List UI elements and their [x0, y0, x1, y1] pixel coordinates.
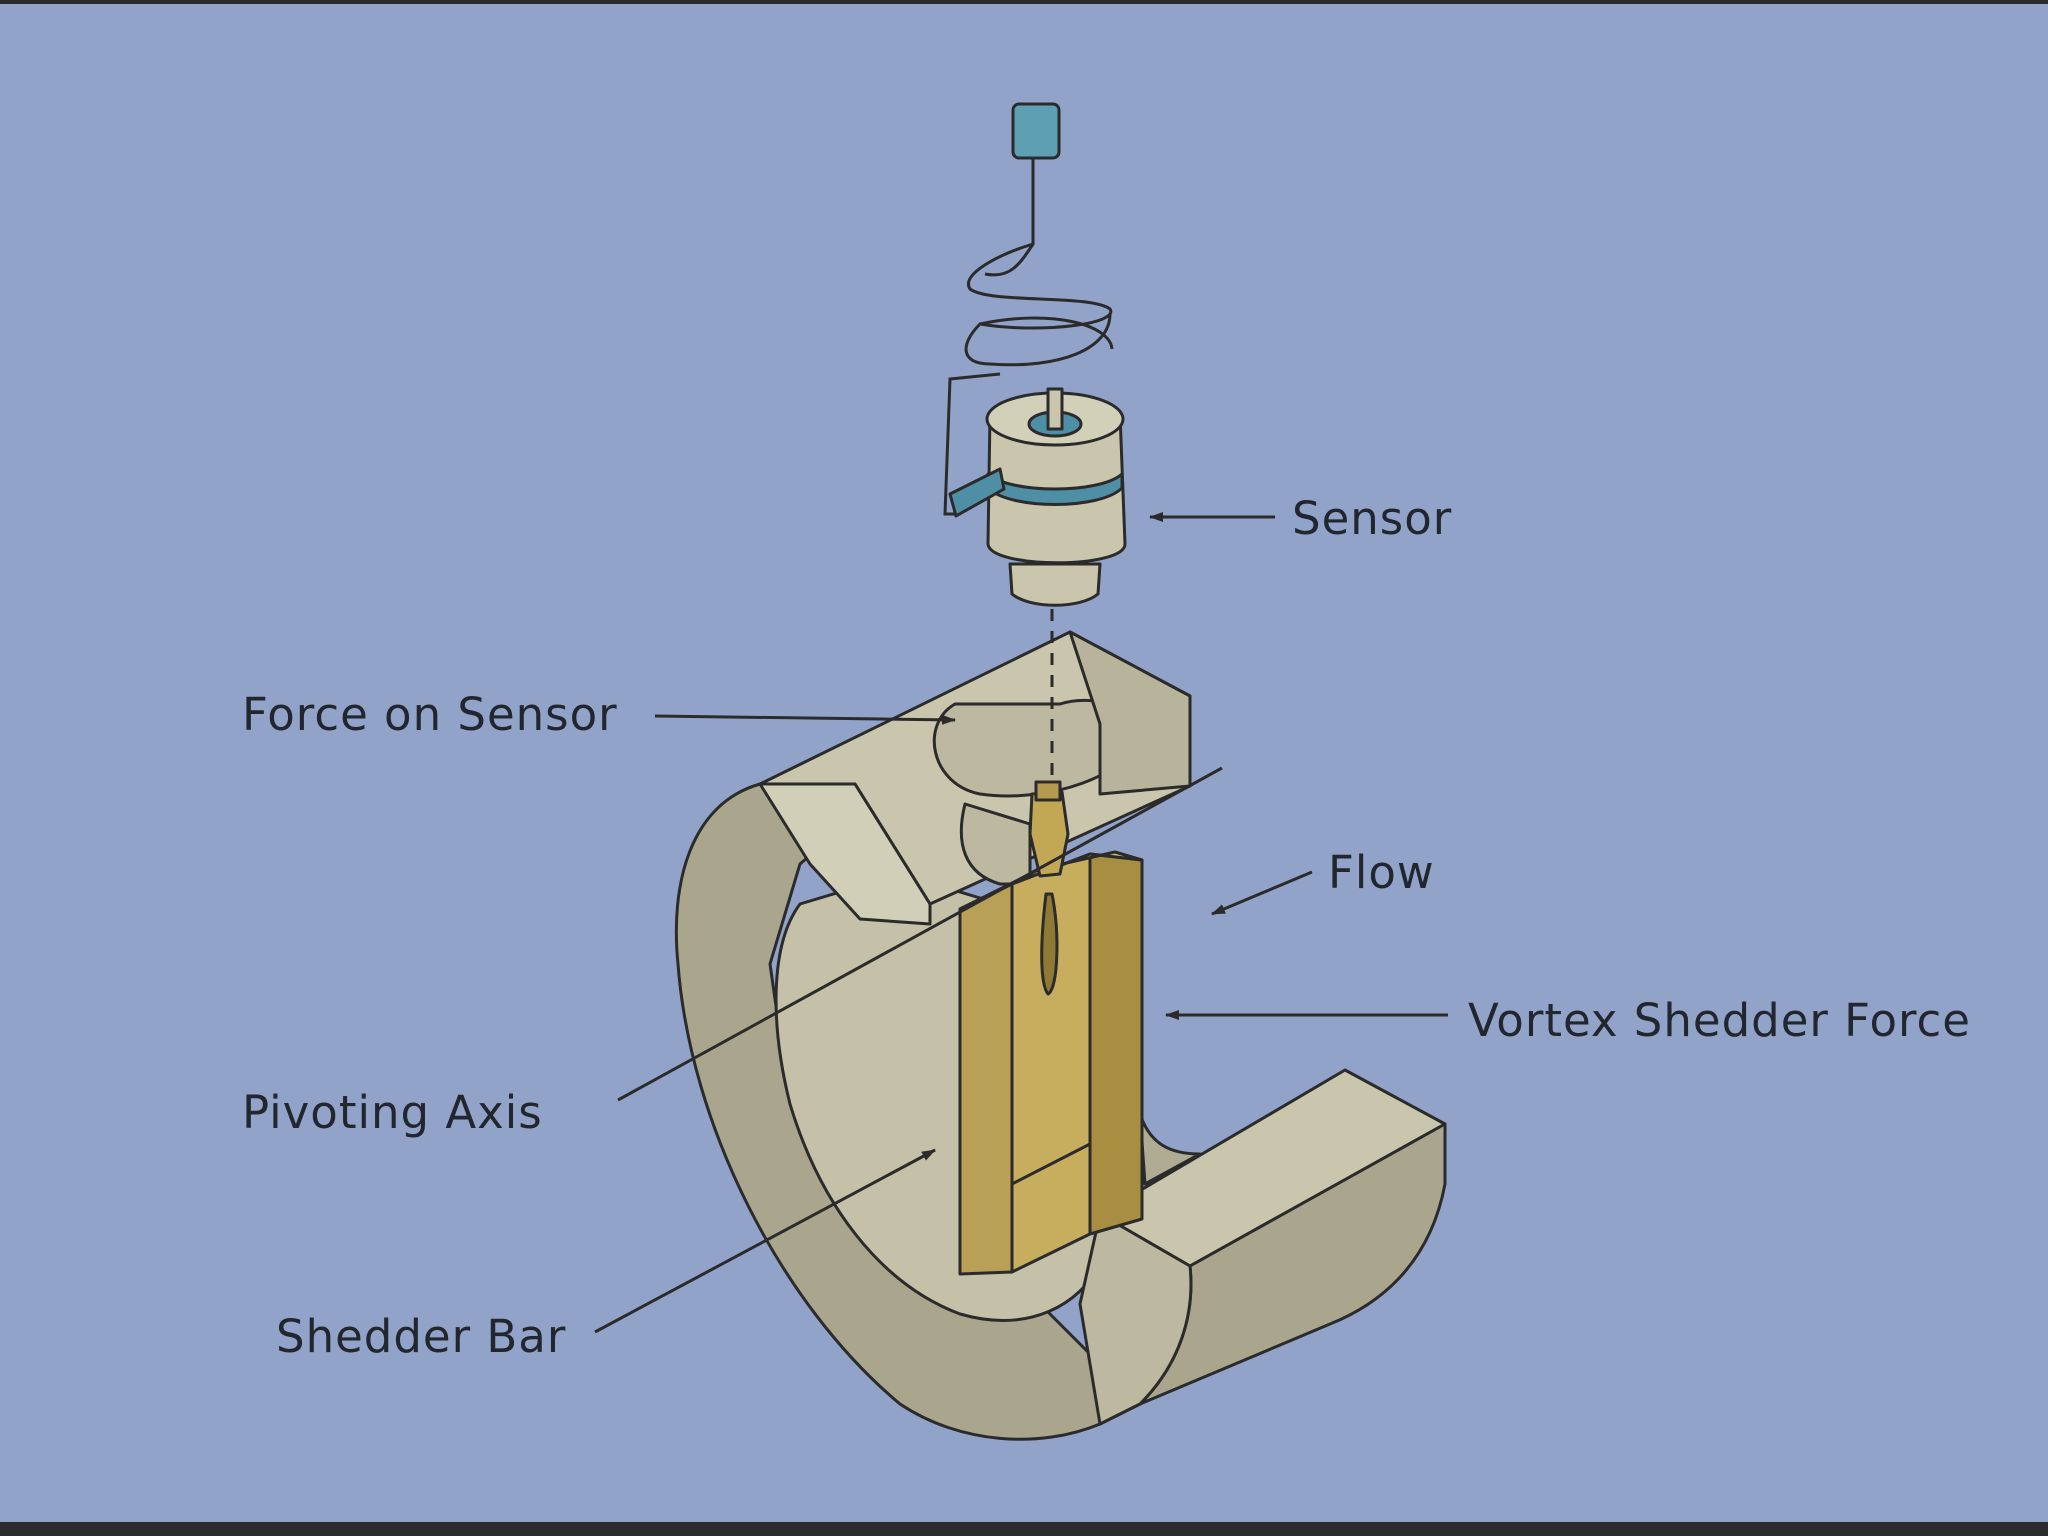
shedder-bar-label: Shedder Bar	[276, 1310, 567, 1363]
diagram-canvas: Sensor Force on Sensor Flow Vortex Shedd…	[0, 4, 2048, 1522]
shedder-bar-leader-arrow	[594, 1148, 936, 1334]
sensor-assembly	[943, 102, 1127, 784]
flow-arrow	[1211, 870, 1313, 916]
pivoting-axis-label: Pivoting Axis	[242, 1086, 543, 1139]
flow-label: Flow	[1328, 846, 1435, 899]
force-leader-arrow	[654, 714, 956, 725]
sensor-label: Sensor	[1292, 492, 1453, 545]
vortex-shedder-force-label: Vortex Shedder Force	[1468, 994, 1971, 1047]
vortex-flowmeter-illustration	[594, 102, 1448, 1441]
shedder-bar	[958, 780, 1144, 1276]
pivoting-axis-line	[617, 766, 1223, 1102]
force-on-sensor-label: Force on Sensor	[242, 688, 618, 741]
